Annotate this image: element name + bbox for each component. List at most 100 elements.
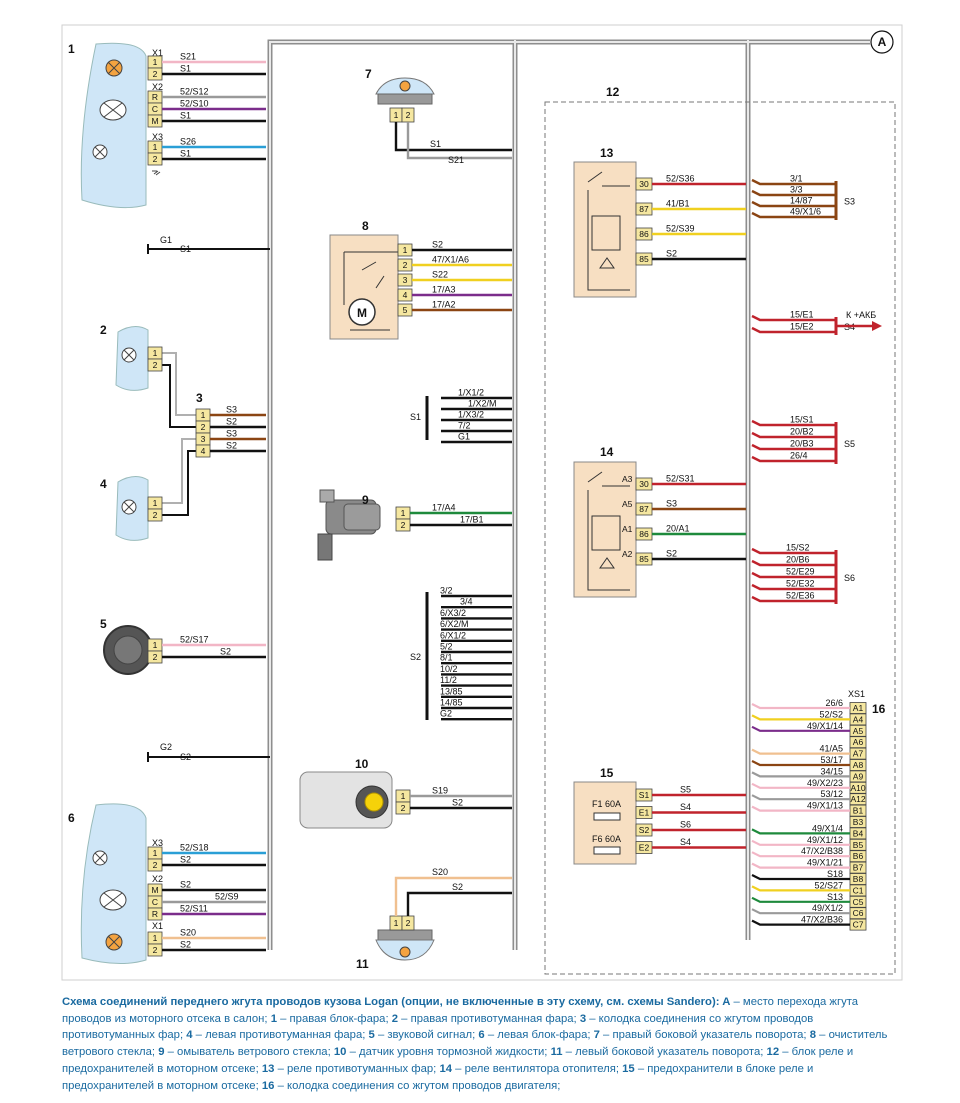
wire-label: S6 (680, 820, 691, 830)
pin-label: 2 (201, 422, 206, 432)
wire-label: S2 (432, 240, 443, 250)
wire (751, 314, 836, 322)
caption-key: 9 (158, 1046, 165, 1059)
pin-label: B7 (853, 863, 864, 873)
caption-text: – правая противотуманная фара; (398, 1012, 580, 1025)
pin-label: 1 (153, 848, 158, 858)
wire-label: 15/S1 (790, 415, 814, 425)
wire-label: S1 (430, 139, 441, 149)
caption-key: 6 (478, 1029, 485, 1042)
wire-label: 5/2 (440, 642, 453, 652)
wire-label: 1/X2/M (468, 399, 497, 409)
pin-label: 2 (401, 520, 406, 530)
fuse-f6-label: F6 60A (592, 834, 621, 844)
x3-label: X3 (152, 838, 163, 848)
wire-label: 52/E36 (786, 591, 815, 601)
caption-key: 1 (270, 1012, 277, 1025)
wire (751, 828, 850, 835)
wire-label: 20/A1 (666, 524, 690, 534)
wire (751, 874, 850, 881)
wire-label: S21 (180, 52, 196, 62)
xs1-label: XS1 (848, 689, 865, 699)
wire (751, 547, 836, 555)
wire-label: S4 (680, 837, 691, 847)
wire-label: S3 (226, 405, 237, 415)
pin-label: B5 (853, 840, 864, 850)
label-4: 4 (100, 477, 107, 491)
g1-wire-label: S1 (180, 244, 191, 254)
wire-label: 52/S11 (180, 904, 208, 914)
caption-key: 15 (622, 1062, 635, 1075)
caption-text: – правая блок-фара; (276, 1012, 392, 1025)
wire-label: 47/X1/A6 (432, 255, 469, 265)
wire-label: 1/X3/2 (458, 410, 484, 420)
wire-label: 52/E29 (786, 567, 815, 577)
relay-13 (573, 161, 637, 298)
wire-label: 52/S17 (180, 635, 209, 645)
wire-label: S5 (680, 785, 691, 795)
marker-a (870, 30, 894, 54)
label-9: 9 (362, 493, 369, 507)
wire (751, 862, 850, 869)
pin-label: C7 (853, 920, 864, 930)
fuse-f1 (593, 812, 621, 821)
caption-text: – реле противотуманных фар; (274, 1062, 440, 1075)
wire-label: 20/B3 (790, 439, 814, 449)
wire (751, 805, 850, 812)
pin-label: 4 (403, 290, 408, 300)
wire-label: 53/17 (820, 755, 843, 765)
wire-label: 20/B6 (786, 555, 810, 565)
wire-label: 17/A4 (432, 503, 456, 513)
pin-label: E1 (639, 808, 650, 818)
wire (751, 919, 850, 926)
wire-label: 7/2 (458, 421, 471, 431)
wire-label: 17/A3 (432, 285, 456, 295)
wire-label: 52/S18 (180, 843, 209, 853)
wire-label: 6/X3/2 (440, 608, 466, 618)
label-16: 16 (872, 702, 886, 716)
pin-label: 30 (639, 479, 649, 489)
pin-label: 1 (153, 57, 158, 67)
wire-label: S19 (432, 786, 448, 796)
wire-label: S4 (680, 802, 691, 812)
label-10: 10 (355, 757, 369, 771)
caption-key: 13 (261, 1062, 275, 1075)
wire (751, 211, 836, 219)
harness-trunk-inner (269, 40, 870, 950)
pin-label: 1 (401, 791, 406, 801)
pin-label: 85 (639, 554, 649, 564)
wire-label: 49/X1/21 (807, 858, 843, 868)
pin-label: 1 (153, 348, 158, 358)
lamp-icon (399, 946, 411, 958)
ground-g1: G1 S1 (147, 235, 270, 254)
pin-label: B3 (853, 817, 864, 827)
pin-label: 1 (394, 918, 399, 928)
caption-key: 16 (261, 1079, 275, 1092)
wire (751, 839, 850, 846)
pin-label: 1 (153, 498, 158, 508)
headlamp-6-lens (80, 803, 147, 965)
pin-label: 2 (406, 918, 411, 928)
caption-key: A (719, 996, 731, 1008)
wire-label: 49/X1/13 (807, 801, 843, 811)
pin-label: 87 (639, 204, 649, 214)
wire (751, 794, 850, 801)
pin-letter: A2 (622, 549, 633, 559)
label-7: 7 (365, 67, 372, 81)
wire-label: S2 (180, 880, 191, 890)
label-1: 1 (68, 42, 75, 56)
wire-label: 52/E32 (786, 579, 815, 589)
label-8: 8 (362, 219, 369, 233)
wire-label: 8/1 (440, 653, 453, 663)
pin-label: A8 (853, 760, 864, 770)
wire-label: 11/2 (440, 675, 457, 685)
wire (406, 891, 512, 916)
wire-label: 52/S31 (666, 474, 695, 484)
g2-label: G2 (160, 742, 172, 752)
wire-label: S3 (666, 499, 677, 509)
pin-label: 87 (639, 504, 649, 514)
pin-label: 5 (403, 305, 408, 315)
caption-text: – место перехода жгута проводов из мотор… (62, 996, 859, 1025)
pin-label: 1 (153, 933, 158, 943)
pin-label: 1 (201, 410, 206, 420)
